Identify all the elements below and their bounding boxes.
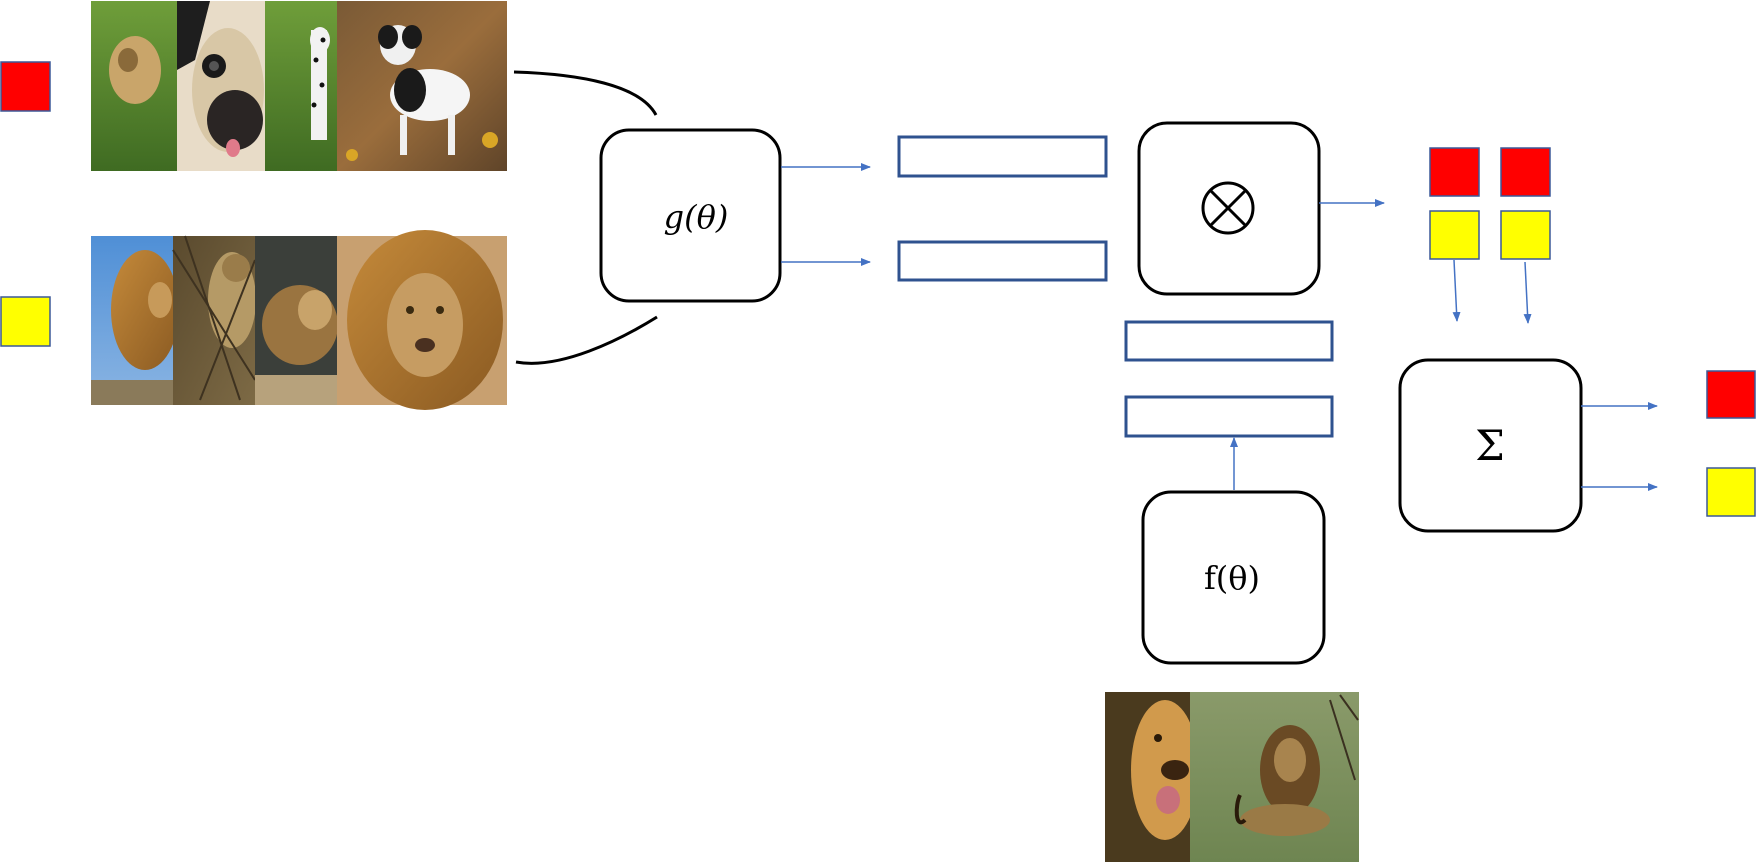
black-white-terrier-photo [337, 1, 507, 171]
lion-set-connector [515, 315, 658, 365]
yorkshire-terrier-photo [91, 1, 177, 171]
f-network-label: f(θ) [1204, 559, 1260, 597]
lion-support-images [91, 230, 507, 410]
lion-lying-photo [255, 236, 338, 405]
grid-cell-yellow [1429, 210, 1480, 260]
lion-support-embedding [897, 240, 1108, 282]
circled-times-icon [1201, 181, 1255, 235]
arrow-grid-to-sum-right [1523, 261, 1532, 324]
query-embedding-top [1124, 320, 1334, 362]
lion-in-brush-photo [172, 235, 256, 405]
sigma-icon: Σ [1475, 421, 1505, 470]
g-network-label: g(θ) [664, 198, 729, 236]
dog-output-score [1706, 370, 1756, 419]
sum-node: Σ [1398, 358, 1583, 533]
dalmatian-photo [265, 1, 337, 171]
dog-class-marker [0, 61, 51, 112]
g-network-node: g(θ) [599, 128, 782, 303]
query-images [1105, 692, 1359, 862]
grid-cell-red [1500, 147, 1551, 197]
lion-class-marker [0, 296, 51, 347]
lion-output-score [1706, 467, 1756, 517]
grid-cell-red [1429, 147, 1480, 197]
dog-set-connector [513, 70, 658, 116]
dog-support-images [91, 1, 507, 171]
f-network-node: f(θ) [1141, 490, 1326, 665]
grid-cell-yellow [1500, 210, 1551, 260]
golden-retriever-photo [1105, 692, 1199, 862]
pug-closeup-photo [177, 1, 265, 171]
lion-profile-photo [91, 236, 179, 405]
query-embedding-bottom [1124, 395, 1334, 438]
lion-in-grass-photo [1190, 692, 1359, 862]
lion-closeup-photo [337, 230, 507, 410]
dog-support-embedding [897, 135, 1108, 178]
outer-product-node [1137, 121, 1321, 296]
pairwise-class-grid [1429, 147, 1551, 260]
arrow-grid-to-sum-left [1452, 259, 1461, 322]
